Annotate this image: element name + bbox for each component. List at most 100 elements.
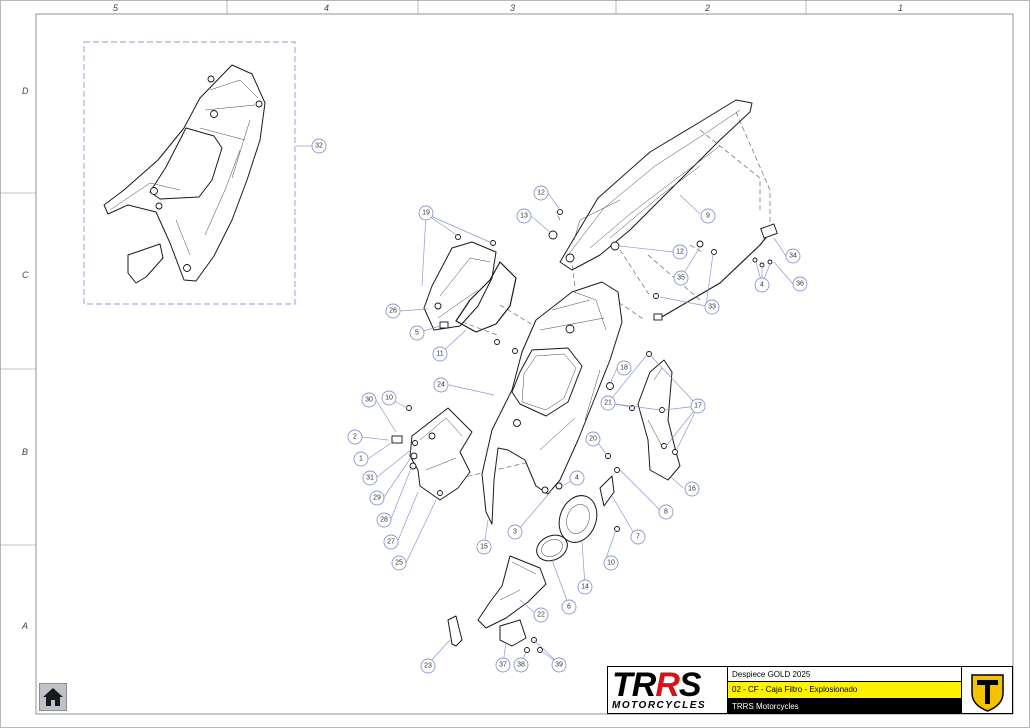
callout-10-left[interactable]: 10 [381, 390, 397, 406]
callout-12-bottom[interactable]: 12 [672, 244, 688, 260]
svg-text:13: 13 [520, 213, 528, 220]
callout-37[interactable]: 37 [495, 657, 511, 673]
logo-subtitle: MOTORCYCLES [612, 700, 707, 711]
callout-24[interactable]: 24 [433, 377, 449, 393]
callout-18[interactable]: 18 [616, 360, 632, 376]
svg-text:18: 18 [620, 365, 628, 372]
callout-29[interactable]: 29 [369, 490, 385, 506]
callout-1[interactable]: 1 [353, 451, 369, 467]
callout-21[interactable]: 21 [600, 395, 616, 411]
svg-text:29: 29 [373, 495, 381, 502]
callout-9[interactable]: 9 [700, 208, 716, 224]
callout-36[interactable]: 36 [792, 276, 808, 292]
air-filter-drawing [536, 475, 615, 562]
callout-8[interactable]: 8 [658, 504, 674, 520]
callout-28[interactable]: 28 [376, 512, 392, 528]
svg-text:19: 19 [422, 210, 430, 217]
svg-text:35: 35 [677, 275, 685, 282]
callout-20[interactable]: 20 [585, 431, 601, 447]
company-label: TRRS Motorcycles [728, 698, 962, 714]
callout-17[interactable]: 17 [690, 398, 706, 414]
inset-frame [83, 41, 296, 305]
callout-15[interactable]: 15 [476, 539, 492, 555]
svg-text:31: 31 [366, 475, 374, 482]
callout-23[interactable]: 23 [420, 658, 436, 674]
svg-text:11: 11 [436, 351, 443, 358]
column-ticks [0, 0, 807, 546]
svg-text:14: 14 [581, 584, 589, 591]
svg-text:8: 8 [664, 509, 668, 516]
svg-text:34: 34 [789, 253, 797, 260]
callout-4-box[interactable]: 4 [569, 470, 585, 486]
svg-text:28: 28 [380, 517, 388, 524]
trrs-t-shield-icon [962, 666, 1013, 714]
svg-text:36: 36 [796, 281, 804, 288]
callout-4-harness[interactable]: 4 [754, 277, 770, 293]
svg-text:33: 33 [708, 304, 716, 311]
column-label-2: 2 [704, 3, 710, 13]
callout-32[interactable]: 32 [311, 138, 327, 154]
svg-text:6: 6 [567, 604, 571, 611]
callout-2[interactable]: 2 [347, 429, 363, 445]
row-label-d: D [22, 86, 29, 96]
callout-12-top[interactable]: 12 [533, 185, 549, 201]
svg-text:12: 12 [676, 249, 684, 256]
column-label-3: 3 [510, 3, 515, 13]
callout-35[interactable]: 35 [673, 270, 689, 286]
callout-27[interactable]: 27 [383, 534, 399, 550]
inner-border [35, 13, 1014, 715]
svg-text:20: 20 [589, 436, 597, 443]
callout-22[interactable]: 22 [533, 607, 549, 623]
svg-text:16: 16 [688, 486, 696, 493]
drawing-title: 02 - CF - Caja Filtro - Explosionado [728, 682, 962, 698]
light-harness-drawing [653, 223, 778, 321]
svg-text:4: 4 [575, 475, 579, 482]
column-label-1: 1 [898, 3, 903, 13]
callout-14[interactable]: 14 [577, 579, 593, 595]
callout-5[interactable]: 5 [409, 325, 425, 341]
clamp-drawing [499, 619, 543, 653]
svg-text:10: 10 [607, 560, 615, 567]
callout-3[interactable]: 3 [507, 524, 523, 540]
callout-10-right[interactable]: 10 [603, 555, 619, 571]
callout-11[interactable]: 11 [432, 346, 448, 362]
callout-31[interactable]: 31 [362, 470, 378, 486]
svg-text:22: 22 [537, 612, 545, 619]
row-label-b: B [22, 447, 28, 457]
callout-16[interactable]: 16 [684, 481, 700, 497]
row-label-c: C [22, 270, 29, 280]
callout-30[interactable]: 30 [361, 392, 377, 408]
svg-text:24: 24 [437, 382, 445, 389]
right-cover-drawing [629, 351, 681, 481]
assembled-rear-fender-drawing [103, 64, 266, 284]
home-button[interactable] [39, 683, 67, 711]
home-icon [43, 688, 63, 706]
svg-text:32: 32 [315, 143, 323, 150]
svg-text:30: 30 [365, 397, 373, 404]
callout-33[interactable]: 33 [704, 299, 720, 315]
svg-text:38: 38 [517, 662, 525, 669]
svg-text:1: 1 [359, 456, 363, 463]
row-label-a: A [21, 621, 28, 631]
svg-text:23: 23 [424, 663, 432, 670]
callout-6[interactable]: 6 [561, 599, 577, 615]
airbox-body-drawing [481, 281, 623, 525]
svg-text:10: 10 [385, 395, 393, 402]
svg-text:4: 4 [760, 282, 764, 289]
callout-13[interactable]: 13 [516, 208, 532, 224]
callout-39[interactable]: 39 [551, 657, 567, 673]
callout-34[interactable]: 34 [785, 248, 801, 264]
svg-text:3: 3 [513, 529, 517, 536]
callout-26[interactable]: 26 [385, 303, 401, 319]
svg-text:2: 2 [353, 434, 357, 441]
callout-25[interactable]: 25 [391, 555, 407, 571]
rear-fender-drawing [559, 99, 753, 271]
catalog-label: Despiece GOLD 2025 [728, 666, 962, 682]
logo-wordmark: TRRS [612, 666, 702, 704]
svg-text:12: 12 [537, 190, 545, 197]
callout-38[interactable]: 38 [513, 657, 529, 673]
callout-19[interactable]: 19 [418, 205, 434, 221]
callout-7[interactable]: 7 [630, 529, 646, 545]
svg-text:26: 26 [389, 308, 397, 315]
